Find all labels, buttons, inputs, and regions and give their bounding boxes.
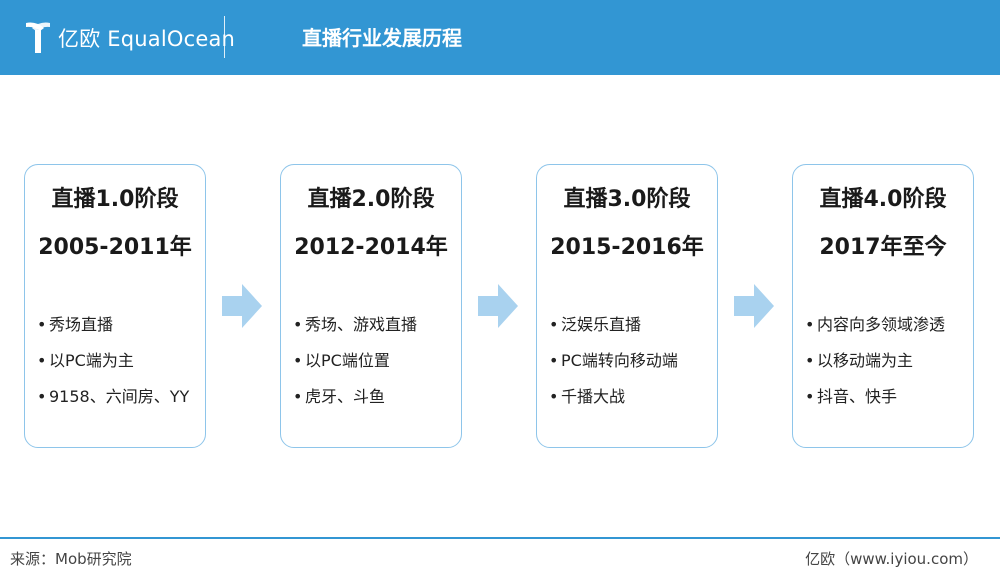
page-title: 直播行业发展历程 bbox=[302, 26, 462, 50]
bullet-icon: • bbox=[549, 315, 559, 334]
bullet-icon: • bbox=[293, 387, 303, 406]
header-divider bbox=[224, 16, 225, 58]
stage-point-text: 内容向多领域渗透 bbox=[817, 315, 946, 334]
stage-point-text: 秀场直播 bbox=[49, 315, 114, 334]
stage-point: •秀场、游戏直播 bbox=[293, 307, 417, 343]
stage-point-text: 9158、六间房、YY bbox=[49, 387, 190, 406]
bullet-icon: • bbox=[805, 387, 815, 406]
stage-point-text: 泛娱乐直播 bbox=[561, 315, 642, 334]
stage-title: 直播1.0阶段 bbox=[51, 187, 179, 212]
footer-divider bbox=[0, 537, 1000, 539]
stage-period: 2017年至今 bbox=[819, 235, 947, 260]
stage-point-text: 抖音、快手 bbox=[817, 387, 898, 406]
bullet-icon: • bbox=[37, 315, 47, 334]
stage-title: 直播2.0阶段 bbox=[307, 187, 435, 212]
arrow-right-icon bbox=[222, 284, 262, 328]
logo-wordmark: 亿欧 EqualOcean bbox=[58, 27, 236, 51]
stage-card-2: 直播2.0阶段 2012-2014年 •秀场、游戏直播 •以PC端位置 •虎牙、… bbox=[280, 164, 462, 448]
stage-point: •泛娱乐直播 bbox=[549, 307, 678, 343]
stage-point-text: 以PC端为主 bbox=[49, 351, 134, 370]
stage-point-text: 以PC端位置 bbox=[305, 351, 390, 370]
stage-period: 2005-2011年 bbox=[38, 235, 192, 260]
bullet-icon: • bbox=[37, 351, 47, 370]
arrow-right-icon bbox=[734, 284, 774, 328]
stage-point: •内容向多领域渗透 bbox=[805, 307, 945, 343]
stage-title: 直播4.0阶段 bbox=[819, 187, 947, 212]
stage-point-text: 千播大战 bbox=[561, 387, 626, 406]
stage-point: •虎牙、斗鱼 bbox=[293, 379, 417, 415]
stage-card-3: 直播3.0阶段 2015-2016年 •泛娱乐直播 •PC端转向移动端 •千播大… bbox=[536, 164, 718, 448]
bullet-icon: • bbox=[293, 351, 303, 370]
stage-point-text: 以移动端为主 bbox=[817, 351, 914, 370]
logo-icon bbox=[26, 22, 50, 53]
stage-point: •秀场直播 bbox=[37, 307, 189, 343]
stage-period: 2012-2014年 bbox=[294, 235, 448, 260]
bullet-icon: • bbox=[293, 315, 303, 334]
stage-point: •PC端转向移动端 bbox=[549, 343, 678, 379]
stage-card-4: 直播4.0阶段 2017年至今 •内容向多领域渗透 •以移动端为主 •抖音、快手 bbox=[792, 164, 974, 448]
stage-point: •千播大战 bbox=[549, 379, 678, 415]
stage-point: •9158、六间房、YY bbox=[37, 379, 189, 415]
header-bar: 亿欧 EqualOcean 直播行业发展历程 bbox=[0, 0, 1000, 75]
stage-point-text: PC端转向移动端 bbox=[561, 351, 678, 370]
stage-point: •以移动端为主 bbox=[805, 343, 945, 379]
stage-period: 2015-2016年 bbox=[550, 235, 704, 260]
stage-points-list: •秀场直播 •以PC端为主 •9158、六间房、YY bbox=[37, 307, 189, 415]
bullet-icon: • bbox=[37, 387, 47, 406]
stage-title: 直播3.0阶段 bbox=[563, 187, 691, 212]
bullet-icon: • bbox=[805, 315, 815, 334]
bullet-icon: • bbox=[549, 351, 559, 370]
site-credit: 亿欧（www.iyiou.com） bbox=[805, 550, 978, 568]
stage-point: •以PC端为主 bbox=[37, 343, 189, 379]
stage-point-text: 虎牙、斗鱼 bbox=[305, 387, 386, 406]
stage-point: •以PC端位置 bbox=[293, 343, 417, 379]
source-note: 来源：Mob研究院 bbox=[10, 550, 132, 568]
stage-points-list: •秀场、游戏直播 •以PC端位置 •虎牙、斗鱼 bbox=[293, 307, 417, 415]
stage-point-text: 秀场、游戏直播 bbox=[305, 315, 418, 334]
bullet-icon: • bbox=[549, 387, 559, 406]
bullet-icon: • bbox=[805, 351, 815, 370]
stage-points-list: •泛娱乐直播 •PC端转向移动端 •千播大战 bbox=[549, 307, 678, 415]
arrow-right-icon bbox=[478, 284, 518, 328]
stage-point: •抖音、快手 bbox=[805, 379, 945, 415]
stage-card-1: 直播1.0阶段 2005-2011年 •秀场直播 •以PC端为主 •9158、六… bbox=[24, 164, 206, 448]
stage-points-list: •内容向多领域渗透 •以移动端为主 •抖音、快手 bbox=[805, 307, 945, 415]
